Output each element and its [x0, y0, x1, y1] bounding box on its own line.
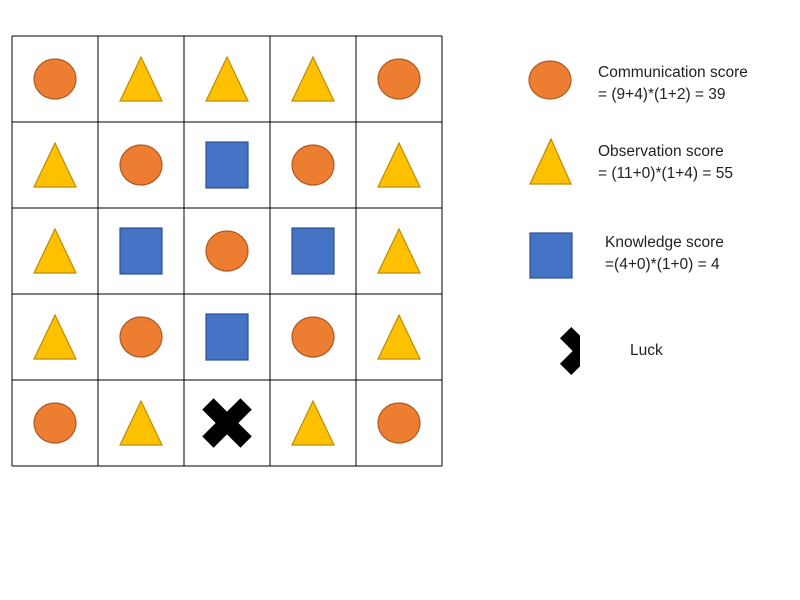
grid-cell-triangle	[291, 55, 335, 102]
square-icon	[529, 232, 573, 279]
grid-cell-triangle	[119, 55, 163, 102]
triangle-icon	[33, 227, 77, 274]
circle-icon	[33, 58, 77, 100]
grid-cell-triangle	[33, 141, 77, 188]
grid-cell-triangle	[119, 399, 163, 446]
grid-cell-circle	[119, 316, 163, 358]
grid-cell-square	[119, 227, 163, 275]
grid-cell-triangle	[377, 141, 421, 188]
grid-cell-triangle	[33, 227, 77, 274]
grid-cell-circle	[291, 144, 335, 186]
circle-icon	[33, 402, 77, 444]
legend-knowledge: Knowledge score =(4+0)*(1+0) = 4	[520, 230, 790, 290]
circle-icon	[119, 144, 163, 186]
triangle-icon	[33, 313, 77, 360]
grid-cell-cross	[202, 398, 252, 448]
triangle-icon	[205, 55, 249, 102]
grid-cell-triangle	[377, 313, 421, 360]
legend-communication: Communication score = (9+4)*(1+2) = 39	[520, 58, 790, 118]
grid-cell-square	[291, 227, 335, 275]
legend-luck-label: Luck	[630, 342, 663, 359]
circle-icon	[528, 60, 572, 100]
legend-observation-formula: = (11+0)*(1+4) = 55	[598, 165, 733, 182]
square-icon	[291, 227, 335, 275]
grid-cell-circle	[205, 230, 249, 272]
grid-cell-circle	[377, 58, 421, 100]
circle-icon	[377, 58, 421, 100]
circle-icon	[291, 316, 335, 358]
legend-observation-label: Observation score	[598, 143, 724, 160]
grid-cell-square	[205, 141, 249, 189]
circle-icon	[377, 402, 421, 444]
grid-cell-square	[205, 313, 249, 361]
grid-cell-triangle	[33, 313, 77, 360]
legend-observation: Observation score = (11+0)*(1+4) = 55	[520, 135, 790, 195]
grid-cell-triangle	[377, 227, 421, 274]
legend-knowledge-label: Knowledge score	[605, 234, 724, 251]
grid-cell-circle	[119, 144, 163, 186]
legend-communication-label: Communication score	[598, 64, 748, 81]
grid-lines	[11, 35, 443, 467]
triangle-icon	[119, 399, 163, 446]
square-icon	[119, 227, 163, 275]
legend-knowledge-formula: =(4+0)*(1+0) = 4	[605, 256, 720, 273]
cross-icon	[202, 398, 252, 448]
legend-communication-formula: = (9+4)*(1+2) = 39	[598, 86, 726, 103]
grid-cell-circle	[33, 58, 77, 100]
square-icon	[205, 313, 249, 361]
triangle-icon	[377, 141, 421, 188]
square-icon	[205, 141, 249, 189]
grid-cell-circle	[377, 402, 421, 444]
triangle-icon	[119, 55, 163, 102]
grid-cell-circle	[291, 316, 335, 358]
cross-icon	[559, 326, 580, 376]
legend-luck: Luck	[520, 326, 790, 386]
triangle-icon	[291, 399, 335, 446]
circle-icon	[119, 316, 163, 358]
triangle-icon	[291, 55, 335, 102]
grid-cell-circle	[33, 402, 77, 444]
grid-cell-triangle	[291, 399, 335, 446]
triangle-icon	[377, 227, 421, 274]
triangle-icon	[33, 141, 77, 188]
circle-icon	[291, 144, 335, 186]
triangle-icon	[377, 313, 421, 360]
triangle-icon	[529, 137, 572, 185]
circle-icon	[205, 230, 249, 272]
grid-cell-triangle	[205, 55, 249, 102]
